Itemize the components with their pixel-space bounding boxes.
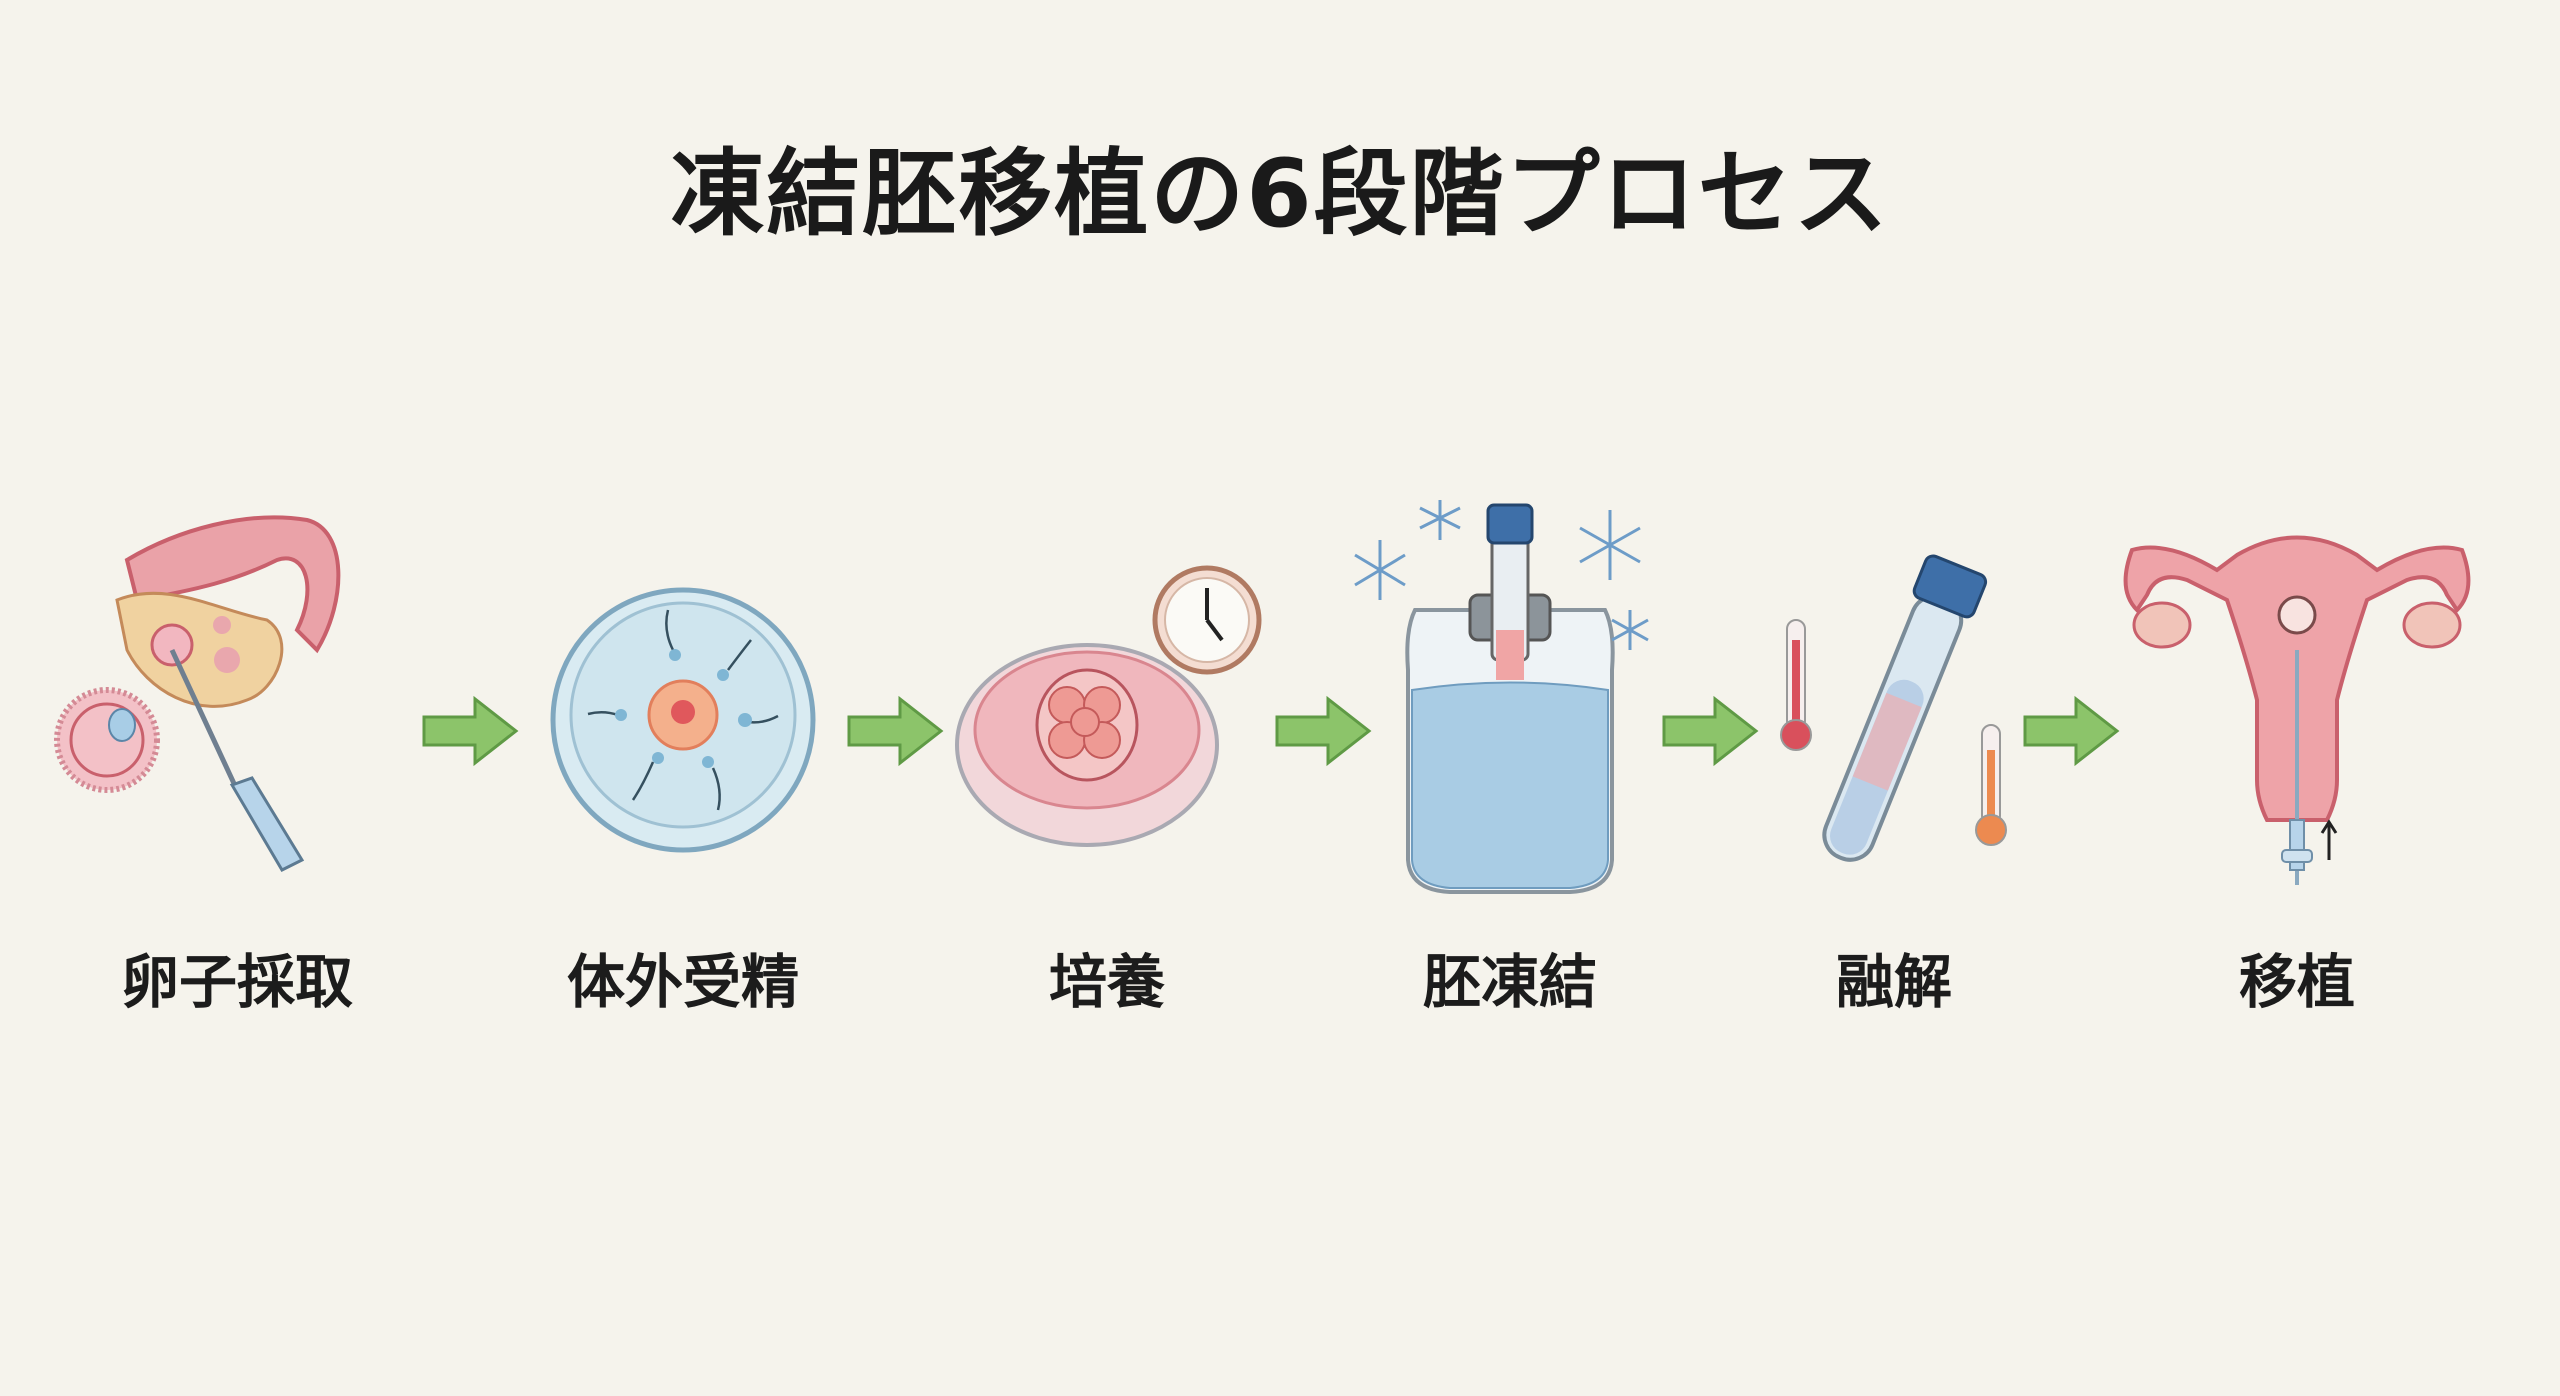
step-label-culture: 培養	[1048, 948, 1165, 1016]
cryo-tank-snowflake-icon	[1354, 500, 1649, 894]
arrow-right-icon	[847, 695, 944, 767]
uterus-catheter-icon	[2123, 535, 2471, 885]
step-egg-retrieval	[27, 500, 447, 900]
page-title: 凍結胚移植の6段階プロセス	[670, 140, 1890, 249]
step-ivf	[473, 500, 893, 900]
arrow-right-icon	[422, 695, 519, 767]
step-label-transfer: 移植	[2238, 948, 2355, 1016]
culture-dish-clock-icon	[955, 565, 1262, 847]
step-label-egg-retrieval: 卵子採取	[120, 948, 353, 1016]
thermometer-warm-icon	[1975, 724, 2007, 846]
step-thawing	[1684, 500, 2104, 900]
test-tube-thermometer-icon	[1780, 554, 2007, 862]
arrow-right-icon	[1275, 695, 1372, 767]
ovary-needle-icon	[54, 515, 341, 872]
arrow-up-icon	[2320, 819, 2338, 860]
step-culture	[897, 500, 1317, 900]
snowflake-icon	[1354, 500, 1649, 650]
step-label-thawing: 融解	[1835, 948, 1952, 1016]
step-label-embryo-freezing: 胚凍結	[1422, 948, 1597, 1016]
step-label-ivf: 体外受精	[566, 948, 799, 1016]
step-embryo-freezing	[1300, 500, 1720, 900]
arrow-right-icon	[1662, 695, 1759, 767]
thermometer-cold-icon	[1780, 619, 1812, 751]
arrow-right-icon	[2023, 695, 2120, 767]
step-transfer	[2087, 500, 2507, 900]
petri-dish-sperm-icon	[550, 587, 816, 853]
